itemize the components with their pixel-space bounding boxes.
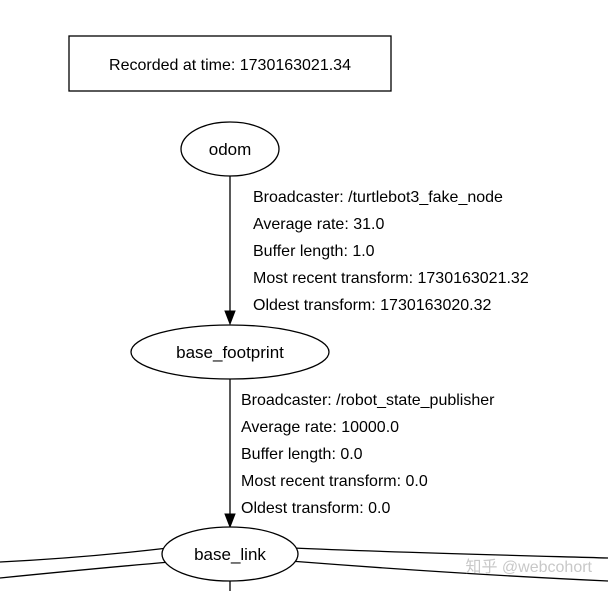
edge-base-footprint-most-recent: Most recent transform: 0.0 [241, 473, 428, 490]
edge-base-footprint-broadcaster: Broadcaster: /robot_state_publisher [241, 392, 495, 409]
outgoing-edge-left-1 [0, 547, 169, 563]
edge-base-footprint-to-base-link[interactable]: Broadcaster: /robot_state_publisher Aver… [224, 379, 495, 529]
edge-base-footprint-average-rate: Average rate: 10000.0 [241, 419, 399, 436]
node-odom[interactable]: odom [180, 121, 280, 177]
node-base-link-ellipse [161, 526, 299, 582]
edge-odom-to-base-footprint[interactable]: Broadcaster: /turtlebot3_fake_node Avera… [224, 176, 529, 326]
recorded-time-box: Recorded at time: 1730163021.34 [68, 35, 392, 92]
edge-odom-broadcaster: Broadcaster: /turtlebot3_fake_node [253, 189, 503, 206]
edge-odom-oldest: Oldest transform: 1730163020.32 [253, 297, 491, 314]
recorded-time-frame [68, 35, 392, 92]
node-base-link[interactable]: base_link [161, 526, 299, 582]
node-base-footprint[interactable]: base_footprint [130, 324, 330, 380]
edge-base-footprint-buffer-length: Buffer length: 0.0 [241, 446, 363, 463]
recorded-time-label: Recorded at time: 1730163021.34 [109, 57, 351, 74]
outgoing-edge-right-1 [292, 547, 608, 559]
edge-odom-buffer-length: Buffer length: 1.0 [253, 243, 375, 260]
node-base-link-label: base_link [194, 545, 266, 564]
outgoing-edge-left-2 [0, 561, 171, 579]
node-odom-label: odom [209, 140, 252, 159]
edge-odom-arrowhead [224, 310, 236, 326]
outgoing-edge-right-2 [289, 560, 608, 582]
edge-base-footprint-oldest: Oldest transform: 0.0 [241, 500, 390, 517]
base-link-outgoing-edges [0, 547, 608, 591]
edge-base-footprint-arrowhead [224, 513, 236, 529]
edge-odom-most-recent: Most recent transform: 1730163021.32 [253, 270, 529, 287]
node-base-footprint-label: base_footprint [176, 343, 284, 362]
watermark-text: 知乎 @webcohort [465, 558, 592, 576]
edge-odom-average-rate: Average rate: 31.0 [253, 216, 384, 233]
